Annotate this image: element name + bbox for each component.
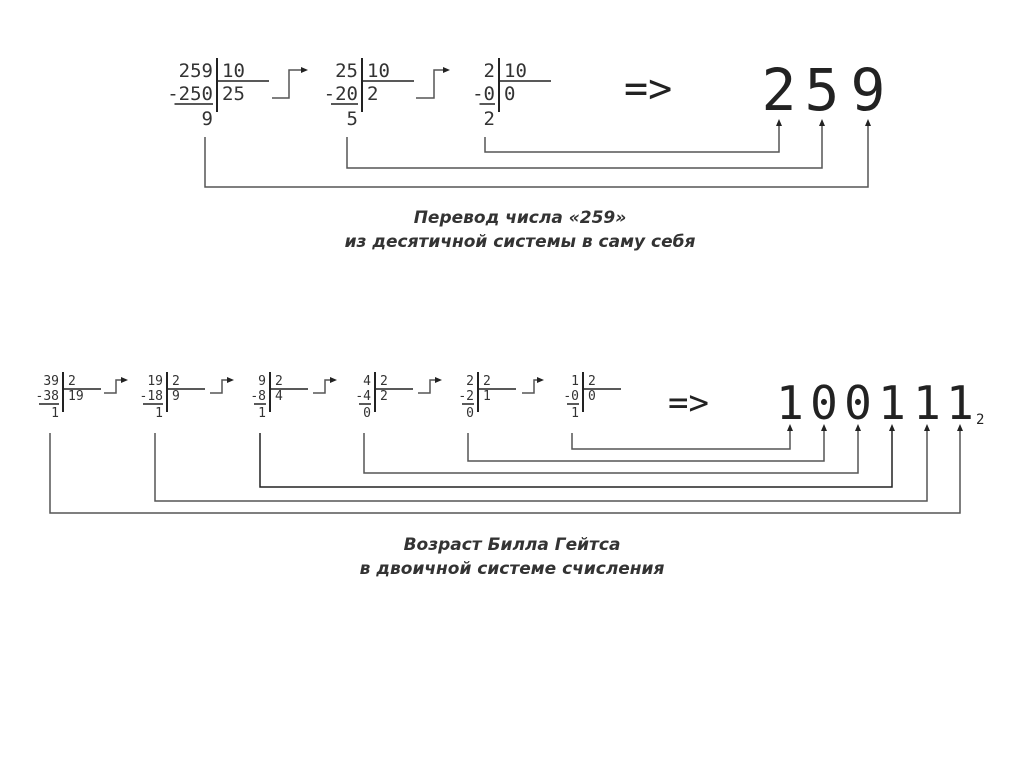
d2-step-arrow-1-head (121, 377, 128, 383)
d2-step-5-dividend: 1 (571, 374, 579, 389)
d1-step-arrow-2-head (443, 67, 450, 73)
d2-step-4-dividend: 2 (466, 374, 474, 389)
d2-step-arrow-4-head (435, 377, 442, 383)
d1-step-arrow-2 (416, 69, 444, 99)
d2-connector-2-arrowhead (889, 424, 895, 431)
d2-connector-0 (49, 430, 961, 514)
d2-step-4-remainder: 0 (466, 406, 474, 421)
d2-result-digit-3: 1 (878, 376, 906, 430)
d2-step-arrow-3-head (330, 377, 337, 383)
d1-step-1-dividend: 25 (335, 60, 358, 82)
d2-step-4-divisor: 2 (483, 374, 491, 389)
d2-connector-5 (571, 430, 791, 450)
d1-step-2-quotient: 0 (504, 83, 515, 105)
d1-connector-1 (346, 126, 823, 169)
d2-step-1-dividend: 19 (147, 374, 163, 389)
d1-connector-1-arrowhead (819, 119, 825, 126)
d1-step-2-dividend: 2 (484, 60, 495, 82)
d1-step-0-dividend: 259 (179, 60, 213, 82)
d2-connector-4 (467, 430, 825, 462)
d2-step-5-quotient: 0 (588, 389, 596, 404)
d2-result-digit-5: 1 (946, 376, 974, 430)
d1-result-digit-0: 2 (762, 56, 797, 124)
d2-step-1-subtract: -18 (140, 389, 163, 404)
d2-step-3-subtract: -4 (355, 389, 371, 404)
d1-step-0-quotient: 25 (222, 83, 245, 105)
d1-connector-0-arrowhead (865, 119, 871, 126)
d2-step-3-dividend: 4 (363, 374, 371, 389)
d2-step-3-quotient: 2 (380, 389, 388, 404)
d1-step-2-subtract: -0 (472, 83, 495, 105)
caption2-line1: Возраст Билла Гейтса (403, 535, 621, 555)
d2-step-arrow-3 (313, 379, 333, 394)
d2-result-digit-4: 1 (913, 376, 941, 430)
d2-step-0-divisor: 2 (68, 374, 76, 389)
caption1-line2: из десятичной системы в саму себя (344, 232, 696, 252)
d2-step-1-divisor: 2 (172, 374, 180, 389)
d2-result-digit-2: 0 (844, 376, 872, 430)
d2-step-4-quotient: 1 (483, 389, 491, 404)
d2-step-5-divisor: 2 (588, 374, 596, 389)
d2-step-1-quotient: 9 (172, 389, 180, 404)
d2-connector-5-arrowhead (787, 424, 793, 431)
d2-step-4-subtract: -2 (458, 389, 474, 404)
d1-step-arrow-1 (272, 69, 302, 99)
d1-step-1-subtract: -20 (324, 83, 358, 105)
d2-step-0-dividend: 39 (43, 374, 59, 389)
d2-step-0-subtract: -38 (36, 389, 59, 404)
d2-step-0-quotient: 19 (68, 389, 84, 404)
d2-step-2-divisor: 2 (275, 374, 283, 389)
caption2-line2: в двоичной системе счисления (359, 559, 665, 579)
d1-step-2-divisor: 10 (504, 60, 527, 82)
d2-step-3-remainder: 0 (363, 406, 371, 421)
d2-step-2-subtract: -8 (250, 389, 266, 404)
d2-connector-1-arrowhead (924, 424, 930, 431)
d1-step-1-divisor: 10 (367, 60, 390, 82)
d2-step-arrow-2-head (227, 377, 234, 383)
d1-connector-2-arrowhead (776, 119, 782, 126)
d2-base-subscript: 2 (976, 412, 984, 428)
d2-connector-3-arrowhead (855, 424, 861, 431)
d1-step-arrow-1-head (301, 67, 308, 73)
d1-step-1-remainder: 5 (347, 108, 358, 130)
d2-step-1-remainder: 1 (155, 406, 163, 421)
d2-connector-3 (363, 430, 859, 474)
d2-step-arrow-1 (104, 379, 124, 394)
d1-connector-0 (204, 126, 869, 188)
d1-connector-2 (484, 126, 780, 153)
d2-connector-2 (259, 430, 893, 488)
d1-step-2-remainder: 2 (484, 108, 495, 130)
d1-result-digit-2: 9 (851, 56, 886, 124)
d2-connector-1 (154, 430, 928, 502)
d1-implies-arrow: => (624, 66, 672, 112)
d2-step-2-dividend: 9 (258, 374, 266, 389)
d2-result-digit-0: 1 (776, 376, 804, 430)
d1-step-0-subtract: -250 (167, 83, 213, 105)
caption-diagram2: Возраст Билла Гейтса в двоичной системе … (212, 533, 812, 581)
d2-step-arrow-5-head (537, 377, 544, 383)
d2-connector-0-arrowhead (957, 424, 963, 431)
d2-step-0-remainder: 1 (51, 406, 59, 421)
d2-step-2-remainder: 1 (258, 406, 266, 421)
d1-result-digit-1: 5 (805, 56, 840, 124)
d1-step-1-quotient: 2 (367, 83, 378, 105)
caption1-line1: Перевод числа «259» (413, 208, 627, 228)
d1-step-0-remainder: 9 (202, 108, 213, 130)
d2-step-5-remainder: 1 (571, 406, 579, 421)
caption-diagram1: Перевод числа «259» из десятичной систем… (220, 206, 820, 254)
d1-step-0-divisor: 10 (222, 60, 245, 82)
d2-implies-arrow: => (668, 383, 709, 423)
d2-step-5-subtract: -0 (563, 389, 579, 404)
d2-step-arrow-4 (418, 379, 438, 394)
d2-step-arrow-2 (210, 379, 230, 394)
d2-step-2-quotient: 4 (275, 389, 283, 404)
d2-result-digit-1: 0 (810, 376, 838, 430)
d2-connector-4-arrowhead (821, 424, 827, 431)
d2-step-3-divisor: 2 (380, 374, 388, 389)
